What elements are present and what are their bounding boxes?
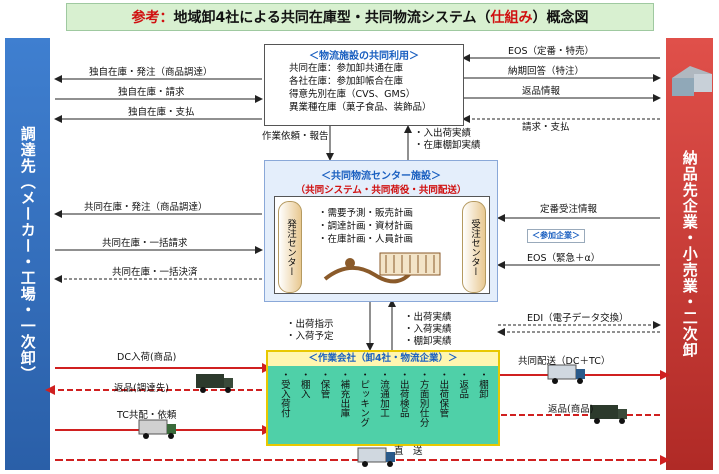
flow-label: TC共配・依頼 [117, 410, 177, 421]
work-task: ・ピッキング [358, 370, 370, 427]
truck-icon [196, 374, 233, 393]
flow-label: 共同在庫・一括決済 [112, 267, 198, 278]
planning-task: ・調達計画・資材計画 [318, 221, 414, 232]
planning-tasks: ・需要予測・販売計画 ・調達計画・資材計画 ・在庫計画・人員計画 [318, 207, 413, 246]
shared-facility-header: ＜物流施設の共同利用＞ [309, 51, 419, 62]
work-request-label: 作業依頼・報告 [262, 131, 329, 142]
work-task: ・出荷検品 [397, 370, 409, 418]
supplier-panel: 調達先（メーカー・工場・一次卸） [5, 38, 50, 470]
logistics-center-subheader: （共同システム・共同荷役・共同配送） [295, 185, 467, 196]
flow-label: 返品(商品) [548, 404, 594, 415]
flow-label: 独自在庫・発注（商品調達） [89, 67, 213, 78]
shared-facility-box: ＜物流施設の共同利用＞ 共同在庫：参加卸共通在庫 各社在庫：参加卸帳合在庫 得意… [264, 44, 464, 126]
supplier-label: 調達先（メーカー・工場・一次卸） [18, 126, 37, 382]
work-task: ・方面別仕分 [417, 370, 429, 427]
work-company-box: ＜作業会社（卸4社・物流企業）＞ ・受入荷付 ・棚入 ・保管 ・補充出庫 ・ピッ… [266, 350, 500, 446]
work-task: ・棚卸 [477, 370, 489, 399]
result-label: ・入荷実績 [404, 324, 452, 335]
flow-label: 独自在庫・支払 [128, 107, 195, 118]
shared-facility-line: 共同在庫：参加卸共通在庫 [289, 63, 404, 74]
truck-icon [547, 364, 585, 384]
instruction-label: ・入荷予定 [286, 331, 334, 342]
flow-label: 直 送 [394, 446, 423, 457]
planning-task: ・需要予測・販売計画 [318, 208, 414, 219]
shared-facility-line: 異業種在庫（菓子食品、装飾品） [289, 102, 432, 113]
page-title: 参考： 地域卸4社による共同在庫型・共同物流システム（ 仕組み ）概念図 [66, 3, 654, 31]
flow-label: 返品情報 [522, 86, 561, 97]
actuals-label: ・入出荷実績 [414, 128, 472, 139]
flow-label: 返品(調達先) [114, 383, 169, 394]
order-center-pill: 発注センター [278, 201, 302, 293]
work-company-header: ＜作業会社（卸4社・物流企業）＞ [268, 352, 498, 366]
title-highlight: 仕組み [490, 10, 533, 26]
planning-task: ・在庫計画・人員計画 [318, 234, 414, 245]
flow-label: 独自在庫・請求 [118, 87, 185, 98]
customer-label: 納品先企業・小売業・二次卸 [680, 150, 699, 358]
flow-label: 共同在庫・一括請求 [102, 238, 188, 249]
order-center-label: 発注センター [285, 218, 296, 276]
flow-label: EOS（緊急＋α） [527, 253, 601, 264]
title-suffix: ）概念図 [532, 10, 589, 26]
shared-facility-line: 得意先別在庫（CVS、GMS） [289, 89, 416, 100]
flow-label: 共同在庫・発注（商品調達） [84, 202, 208, 213]
work-task: ・出荷保管 [437, 370, 449, 418]
receive-order-center-pill: 受注センター [462, 201, 486, 293]
participant-badge: ＜参加企業＞ [527, 229, 585, 243]
shared-facility-line: 各社在庫：参加卸帳合在庫 [289, 76, 404, 87]
result-label: ・出荷実績 [404, 312, 452, 323]
flow-label: EDI（電子データ交換） [527, 313, 629, 324]
result-label: ・棚卸実績 [404, 336, 452, 347]
work-task: ・返品 [457, 370, 469, 399]
planning-illustration [320, 249, 450, 285]
work-task: ・保管 [318, 370, 330, 399]
flow-label: 納期回答（特注） [508, 66, 585, 77]
flow-label: 請求・支払 [522, 122, 570, 133]
flow-label: 共同配送（DC＋TC） [518, 356, 611, 367]
actuals-label: ・在庫棚卸実績 [414, 140, 481, 151]
title-main: 地域卸4社による共同在庫型・共同物流システム（ [173, 10, 491, 26]
work-task: ・補充出庫 [338, 370, 350, 418]
logistics-center-header: ＜共同物流センター施設＞ [321, 171, 441, 182]
work-task: ・流通加工 [377, 370, 389, 418]
title-prefix: 参考： [131, 10, 174, 26]
flow-label: EOS（定番・特売） [508, 46, 595, 57]
truck-icon [138, 419, 176, 439]
customer-panel: 納品先企業・小売業・二次卸 [666, 38, 713, 470]
work-task: ・棚入 [298, 370, 310, 399]
instruction-label: ・出荷指示 [286, 319, 334, 330]
truck-icon [590, 405, 627, 424]
flow-label: DC入荷(商品) [117, 352, 177, 363]
flow-label: 定番受注情報 [540, 204, 598, 215]
truck-icon [357, 447, 395, 467]
work-task: ・受入荷付 [278, 370, 290, 418]
warehouse-icon [672, 66, 712, 96]
receive-order-center-label: 受注センター [469, 218, 480, 276]
